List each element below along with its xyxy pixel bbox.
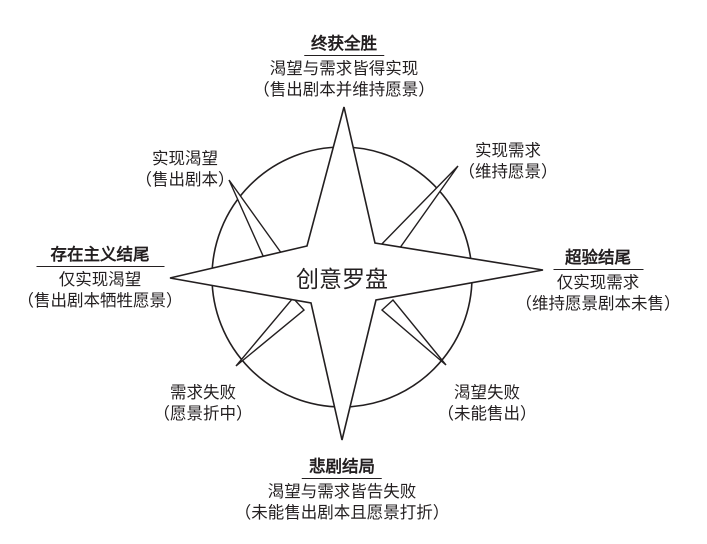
- label-bottom-right-line-1: 渴望失败: [454, 383, 520, 402]
- label-left-line-2: （售出剧本牺牲愿景）: [17, 291, 183, 310]
- label-bottom-right: 渴望失败 （未能售出）: [438, 382, 537, 424]
- label-bottom-rule: [302, 478, 382, 479]
- label-right: 超验结尾 仅实现需求 （维持愿景剧本未售）: [516, 247, 681, 314]
- label-bottom: 悲剧结局 渴望与需求皆告失败 （未能售出剧本且愿景打折）: [235, 456, 450, 523]
- diagonal-point-bottom-left: [235, 296, 306, 367]
- label-right-title: 超验结尾: [565, 248, 631, 267]
- label-top-left: 实现渴望 （售出剧本）: [136, 148, 235, 190]
- label-top-line-1: 渴望与需求皆得实现: [269, 59, 419, 78]
- label-left-title: 存在主义结尾: [50, 245, 150, 264]
- label-bottom-line-2: （未能售出剧本且愿景打折）: [234, 503, 450, 522]
- diagonal-point-top-left: [228, 179, 284, 259]
- label-bottom-title: 悲剧结局: [309, 457, 375, 476]
- label-top-title: 终获全胜: [311, 34, 377, 53]
- label-top-line-2: （售出剧本并维持愿景）: [253, 80, 435, 99]
- label-left: 存在主义结尾 仅实现渴望 （售出剧本牺牲愿景）: [18, 244, 183, 311]
- label-top-right-line-1: 实现需求: [475, 141, 541, 160]
- label-bottom-left: 需求失败 （愿景折中）: [154, 382, 253, 424]
- label-left-rule: [36, 266, 164, 267]
- label-top-rule: [304, 55, 384, 56]
- label-top-left-line-2: （售出剧本）: [135, 170, 235, 189]
- label-top-left-line-1: 实现渴望: [152, 149, 218, 168]
- compass-center-label: 创意罗盘: [296, 267, 388, 293]
- label-top-right-line-2: （维持愿景）: [458, 162, 558, 181]
- label-right-line-2: （维持愿景剧本未售）: [515, 294, 681, 313]
- label-bottom-line-1: 渴望与需求皆告失败: [267, 482, 417, 501]
- label-right-rule: [553, 269, 643, 270]
- label-top: 终获全胜 渴望与需求皆得实现 （售出剧本并维持愿景）: [253, 33, 435, 100]
- label-top-right: 实现需求 （维持愿景）: [459, 140, 558, 182]
- label-bottom-left-line-2: （愿景折中）: [153, 404, 253, 423]
- diagonal-point-bottom-right: [380, 298, 447, 366]
- compass-star: [169, 106, 544, 441]
- label-right-line-1: 仅实现需求: [556, 273, 640, 292]
- label-bottom-right-line-2: （未能售出）: [437, 404, 537, 423]
- label-bottom-left-line-1: 需求失败: [170, 383, 236, 402]
- label-left-line-1: 仅实现渴望: [58, 270, 142, 289]
